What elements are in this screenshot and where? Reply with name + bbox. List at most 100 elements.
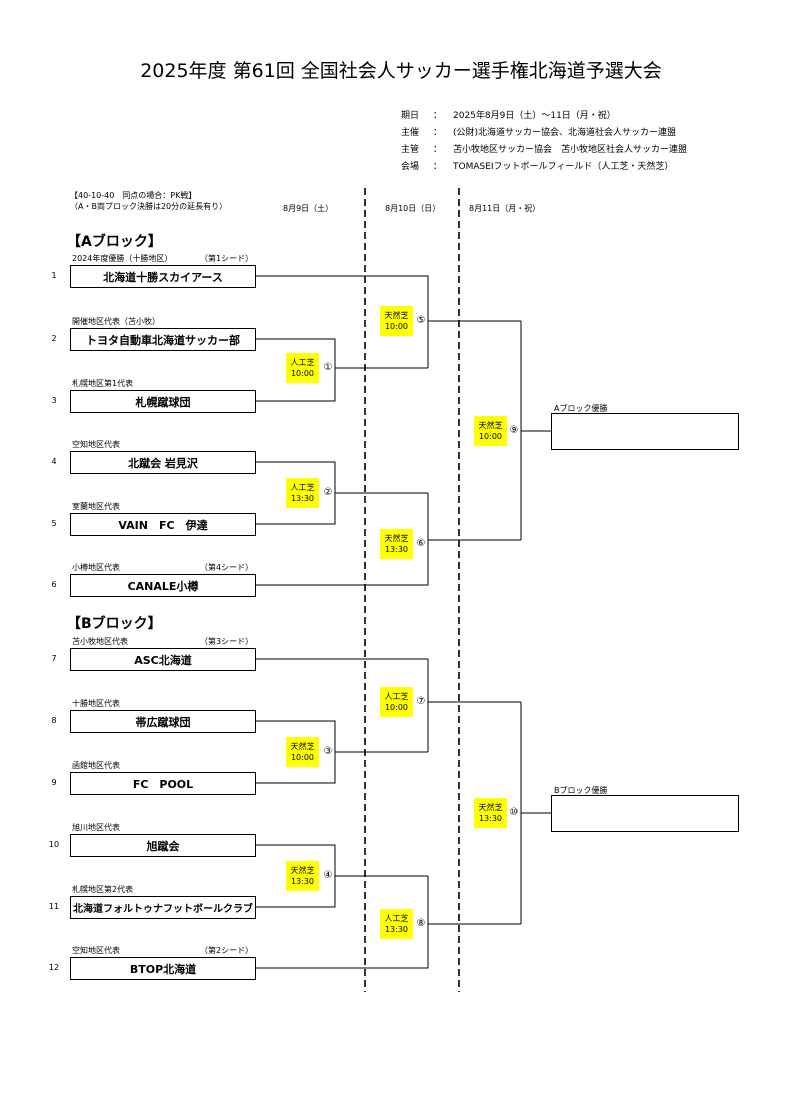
block-a-winner-box	[551, 413, 739, 450]
team-seed: （第3シード）	[200, 637, 254, 646]
info-row: 主管：苫小牧地区サッカー協会 苫小牧地区社会人サッカー連盟	[401, 142, 687, 159]
team-number: 3	[51, 396, 57, 405]
match-time: 13:30	[384, 925, 409, 934]
team-name: FC POOL	[132, 777, 194, 791]
match-venue: 天然芝 10:00	[474, 416, 507, 446]
rules-note: 【40-10-40 同点の場合：PK戦】 （A・B両ブロック決勝は20分の延長有…	[70, 190, 227, 212]
match-field: 天然芝	[384, 311, 409, 320]
team-name: 北海道フォルトゥナフットボールクラブ	[73, 904, 253, 915]
info-value: TOMASEIフットボールフィールド（人工芝・天然芝）	[453, 162, 674, 172]
match-field: 天然芝	[478, 803, 503, 812]
match-number: ④	[323, 870, 333, 881]
match-venue: 天然芝 10:00	[380, 306, 413, 336]
team-box: CANALE小樽	[70, 574, 256, 597]
team-box: BTOP北海道	[70, 957, 256, 980]
match-number: ⑩	[509, 807, 519, 818]
match-number: ⑤	[416, 315, 426, 326]
block-b-winner-box	[551, 795, 739, 832]
team-box: 旭蹴会	[70, 834, 256, 857]
match-venue: 天然芝 13:30	[380, 529, 413, 559]
match-field: 人工芝	[290, 358, 315, 367]
team-name: 北海道十勝スカイアース	[103, 270, 223, 284]
team-region: 小樽地区代表	[72, 563, 120, 572]
match-number: ①	[323, 362, 333, 373]
match-number: ⑥	[416, 538, 426, 549]
match-number: ⑦	[416, 696, 426, 707]
event-info: 期日：2025年8月9日（土）～11日（月・祝） 主催：(公財)北海道サッカー協…	[401, 108, 687, 176]
team-region: 2024年度優勝（十勝地区）	[72, 254, 173, 263]
team-box: VAIN FC 伊達	[70, 513, 256, 536]
match-time: 10:00	[290, 753, 315, 762]
match-time: 10:00	[478, 432, 503, 441]
info-sep: ：	[433, 162, 443, 172]
team-name: トヨタ自動車北海道サッカー部	[86, 333, 240, 347]
block-a-header: 【Aブロック】	[67, 234, 162, 250]
match-field: 人工芝	[384, 914, 409, 923]
team-number: 7	[51, 654, 57, 663]
team-box: ASC北海道	[70, 648, 256, 671]
date-day3: 8月11日（月・祝）	[469, 204, 541, 213]
match-field: 人工芝	[290, 483, 315, 492]
match-venue: 人工芝 13:30	[286, 478, 319, 508]
team-region: 札幌地区第2代表	[72, 885, 134, 894]
block-b-winner-label: Bブロック優勝	[554, 786, 608, 795]
team-box: 帯広蹴球団	[70, 710, 256, 733]
team-region: 旭川地区代表	[72, 823, 120, 832]
info-sep: ：	[433, 111, 443, 121]
team-number: 2	[51, 334, 57, 343]
match-number: ③	[323, 746, 333, 757]
team-region: 空知地区代表	[72, 946, 120, 955]
team-box: 北蹴会 岩見沢	[70, 451, 256, 474]
match-time: 10:00	[290, 369, 315, 378]
team-name: ASC北海道	[134, 653, 192, 667]
team-region: 空知地区代表	[72, 440, 120, 449]
match-field: 天然芝	[290, 866, 315, 875]
info-label: 主催	[401, 128, 420, 138]
team-number: 11	[48, 902, 60, 911]
team-region: 開催地区代表（苫小牧）	[72, 317, 160, 326]
team-box: トヨタ自動車北海道サッカー部	[70, 328, 256, 351]
team-region: 苫小牧地区代表	[72, 637, 128, 646]
team-name: CANALE小樽	[127, 579, 199, 593]
team-name: BTOP北海道	[129, 962, 197, 976]
match-venue: 天然芝 10:00	[286, 737, 319, 767]
match-field: 天然芝	[290, 742, 315, 751]
team-box: 北海道フォルトゥナフットボールクラブ	[70, 896, 256, 919]
match-time: 10:00	[384, 322, 409, 331]
info-row: 期日：2025年8月9日（土）～11日（月・祝）	[401, 108, 687, 125]
info-value: 苫小牧地区サッカー協会 苫小牧地区社会人サッカー連盟	[453, 145, 688, 155]
team-box: FC POOL	[70, 772, 256, 795]
team-name: 北蹴会 岩見沢	[128, 456, 198, 470]
team-name: 帯広蹴球団	[135, 715, 191, 729]
team-box: 札幌蹴球団	[70, 390, 256, 413]
date-day1: 8月9日（土）	[283, 204, 334, 213]
team-seed: （第2シード）	[200, 946, 254, 955]
match-field: 天然芝	[478, 421, 503, 430]
team-name: 札幌蹴球団	[135, 395, 191, 409]
team-region: 室蘭地区代表	[72, 502, 120, 511]
team-number: 9	[51, 778, 57, 787]
info-value: 2025年8月9日（土）～11日（月・祝）	[453, 111, 616, 121]
info-row: 主催：(公財)北海道サッカー協会、北海道社会人サッカー連盟	[401, 125, 687, 142]
team-number: 5	[51, 519, 57, 528]
info-sep: ：	[433, 128, 443, 138]
date-day2: 8月10日（日）	[385, 204, 441, 213]
match-venue: 人工芝 13:30	[380, 909, 413, 939]
team-number: 10	[48, 840, 60, 849]
match-venue: 人工芝 10:00	[286, 353, 319, 383]
match-time: 13:30	[384, 545, 409, 554]
team-number: 1	[51, 271, 57, 280]
match-field: 天然芝	[384, 534, 409, 543]
match-number: ②	[323, 487, 333, 498]
team-region: 函館地区代表	[72, 761, 120, 770]
match-time: 13:30	[290, 494, 315, 503]
match-number: ⑧	[416, 918, 426, 929]
match-number: ⑨	[509, 425, 519, 436]
block-a-winner-label: Aブロック優勝	[554, 404, 608, 413]
note-line: 【40-10-40 同点の場合：PK戦】	[70, 191, 197, 200]
team-seed: （第4シード）	[200, 563, 254, 572]
